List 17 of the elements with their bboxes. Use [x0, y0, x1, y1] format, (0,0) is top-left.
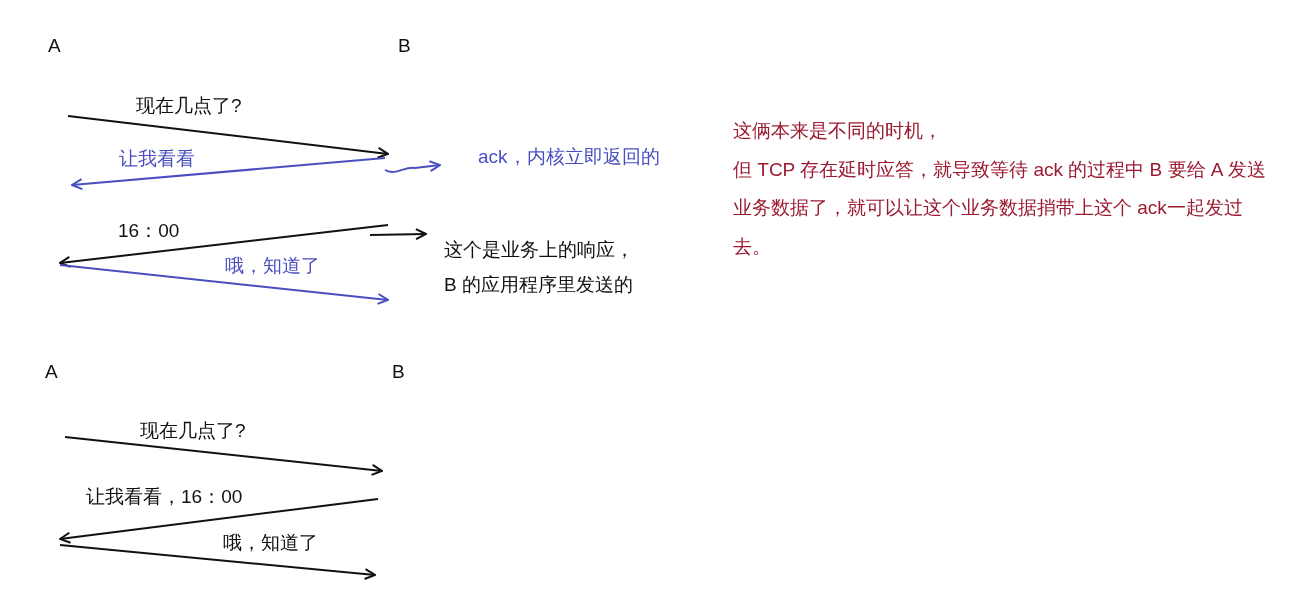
- note-text: 这俩本来是不同的时机，: [733, 119, 943, 143]
- message-label: 现在几点了?: [136, 94, 242, 118]
- host-label: A: [48, 34, 61, 58]
- message-label: 让我看看，16：00: [86, 485, 243, 509]
- host-label: B: [398, 34, 411, 58]
- host-label: B: [392, 360, 405, 384]
- note-text: 但 TCP 存在延时应答，就导致等待 ack 的过程中 B 要给 A 发送业务数据了，就可以让这个业务数据捎带上这个 ack一起发过去。: [733, 157, 1267, 259]
- annotation-text: 这个是业务上的响应，B 的应用程序里发送的: [426, 232, 644, 302]
- message-label: 哦，知道了: [225, 254, 320, 278]
- arrow: [384, 160, 441, 173]
- message-label: 16：00: [118, 219, 180, 243]
- arrow: [369, 228, 427, 241]
- message-label: 让我看看: [119, 147, 195, 171]
- message-label: 现在几点了?: [140, 419, 246, 443]
- message-label: 哦，知道了: [223, 531, 318, 555]
- host-label: A: [45, 360, 58, 384]
- annotation-text: ack，内核立即返回的: [440, 145, 660, 169]
